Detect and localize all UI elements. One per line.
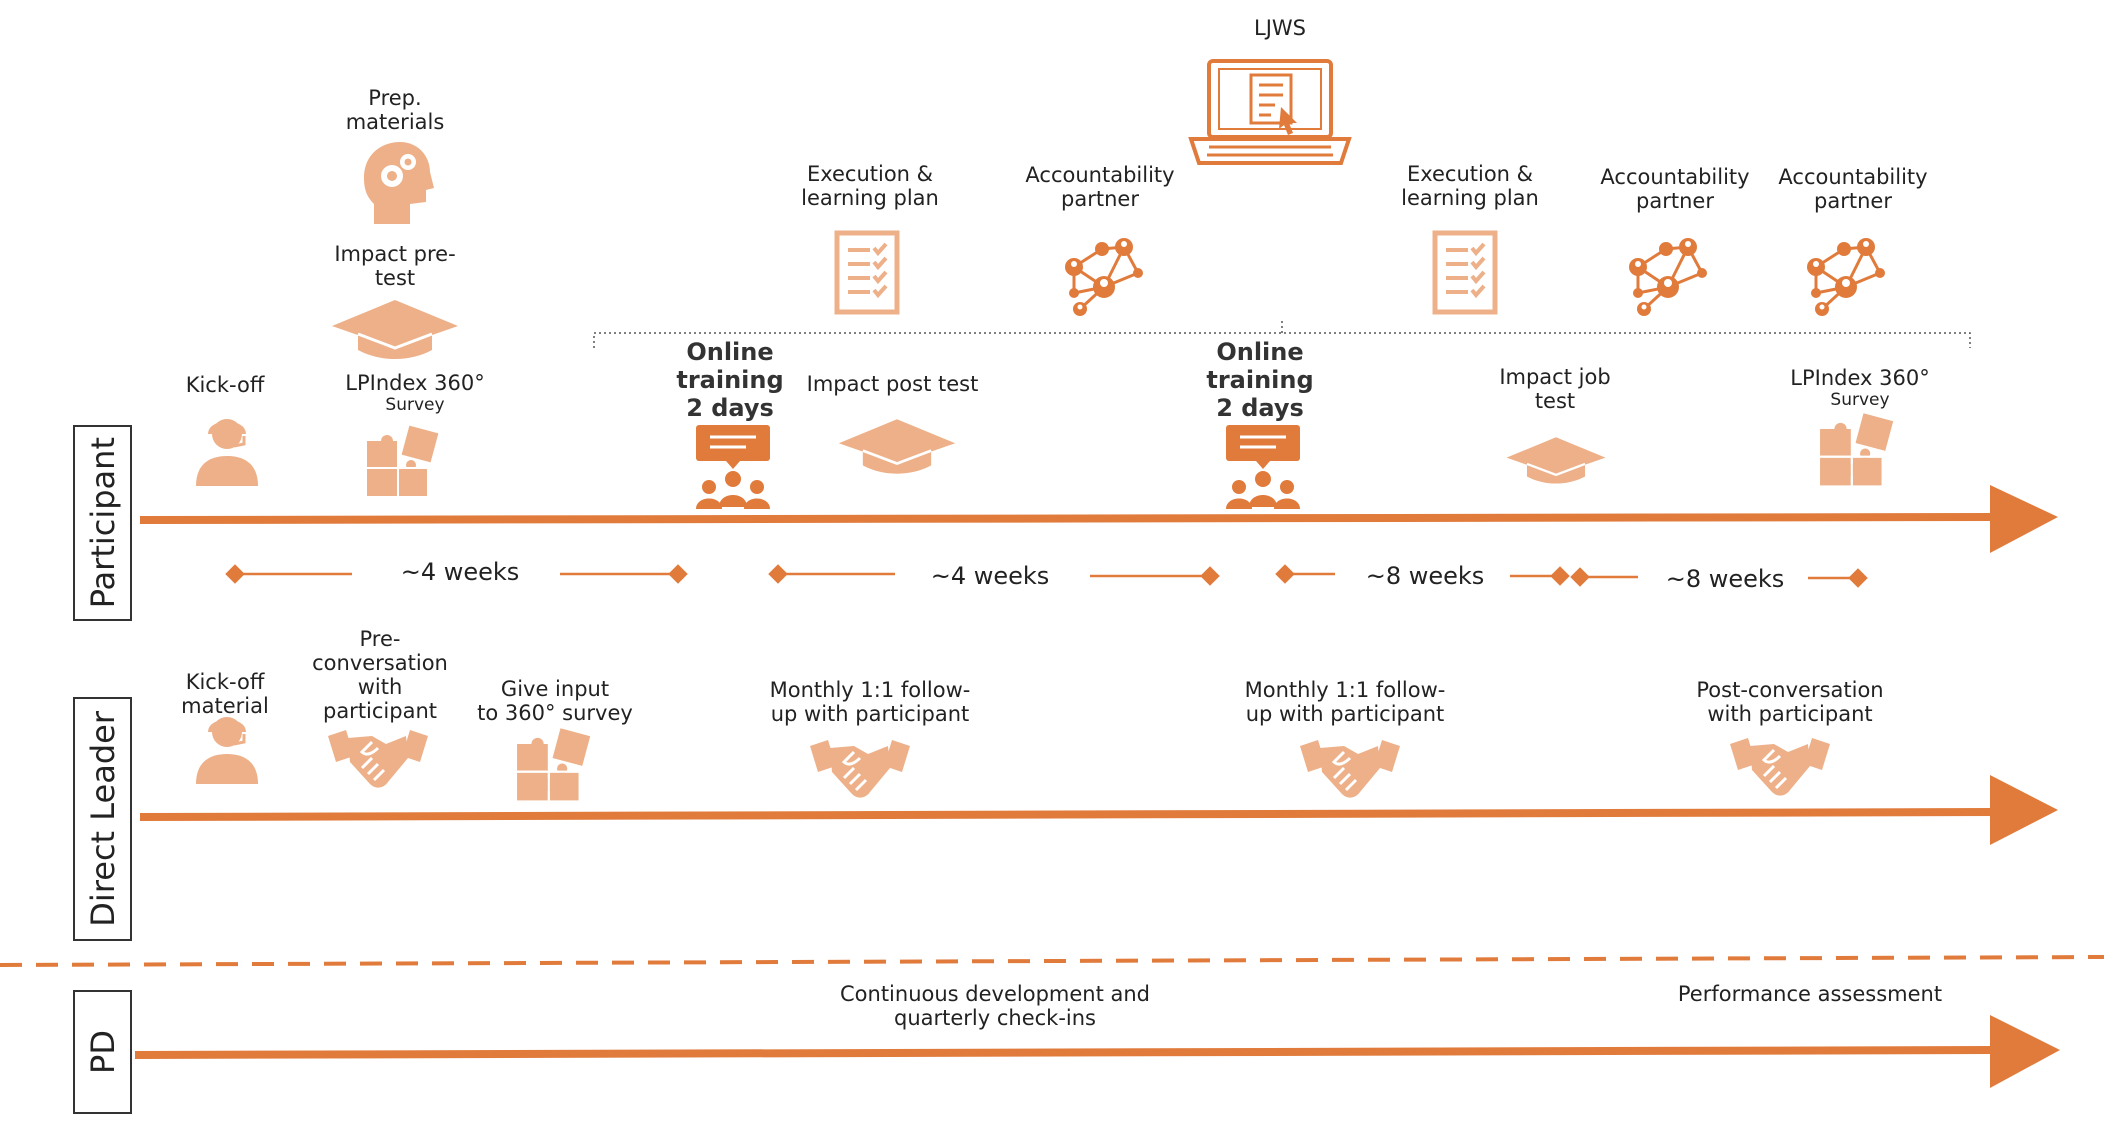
online-training-icon <box>696 425 770 509</box>
lane-pd-label: PD <box>83 1030 122 1074</box>
acc-partner-3-label: Accountability partner <box>1778 165 1928 213</box>
graduation-cap-icon <box>332 300 458 359</box>
weeks-label-2: ~4 weeks <box>930 562 1050 590</box>
laptop-icon <box>1188 59 1352 165</box>
participant-timeline-arrow <box>139 485 2058 553</box>
weeks-label-1: ~4 weeks <box>400 558 520 586</box>
weeks-label-3: ~8 weeks <box>1365 562 1485 590</box>
handshake-icon <box>328 730 428 788</box>
kickoff-material-label: Kick-off material <box>181 670 269 718</box>
performance-assessment-label: Performance assessment <box>1677 982 1943 1006</box>
online-training-1-label: Online training 2 days <box>676 338 784 422</box>
give-input-label: Give input to 360° survey <box>477 677 633 725</box>
lpindex-1-title: LPIndex 360° <box>345 371 485 395</box>
week-connectors <box>225 564 1868 588</box>
weeks-label-4: ~8 weeks <box>1665 565 1785 593</box>
post-conversation-label: Post-conversation with participant <box>1696 678 1884 726</box>
checklist-icon <box>834 230 900 315</box>
pre-conversation-label: Pre- conversation with participant <box>312 627 448 723</box>
monthly-followup-1-label: Monthly 1:1 follow- up with participant <box>769 678 971 726</box>
lane-pd: PD <box>73 990 132 1114</box>
acc-partner-2-label: Accountability partner <box>1600 165 1750 213</box>
online-training-2-label: Online training 2 days <box>1206 338 1314 422</box>
exec-plan-1-label: Execution & learning plan <box>801 162 939 210</box>
lpindex-2-label: LPIndex 360° Survey <box>1775 366 1945 410</box>
exec-plan-2-label: Execution & learning plan <box>1401 162 1539 210</box>
handshake-icon <box>1300 740 1400 798</box>
puzzle-icon <box>1820 413 1894 486</box>
graduation-cap-icon <box>1506 437 1606 484</box>
kickoff-label: Kick-off <box>185 373 265 397</box>
ljws-label: LJWS <box>1254 16 1306 40</box>
impact-post-test-label: Impact post test <box>806 372 979 396</box>
network-people-icon <box>1629 238 1707 316</box>
headset-person-icon <box>196 419 258 486</box>
ljws-bracket <box>593 320 1971 348</box>
lpindex-2-title: LPIndex 360° <box>1790 366 1930 390</box>
prep-materials-label: Prep. materials <box>345 86 445 134</box>
online-training-icon <box>1226 425 1300 509</box>
network-people-icon <box>1065 238 1143 316</box>
impact-pretest-label: Impact pre- test <box>334 242 456 290</box>
checklist-icon <box>1432 230 1498 315</box>
lane-direct-leader: Direct Leader <box>73 697 132 941</box>
handshake-icon <box>1730 738 1830 796</box>
leader-timeline-arrow <box>139 775 2058 845</box>
puzzle-icon <box>517 728 591 801</box>
headset-person-icon <box>196 717 258 784</box>
puzzle-icon <box>367 425 439 496</box>
lane-leader-label: Direct Leader <box>83 711 122 927</box>
head-gears-icon <box>364 142 434 224</box>
graduation-cap-icon <box>838 419 956 474</box>
survey-2-label: Survey <box>1830 390 1890 410</box>
section-divider <box>0 955 2104 967</box>
lane-participant: Participant <box>73 425 132 621</box>
continuous-development-label: Continuous development and quarterly che… <box>840 982 1150 1030</box>
acc-partner-1-label: Accountability partner <box>1025 163 1175 211</box>
pd-timeline-arrow <box>134 1015 2060 1088</box>
lane-participant-label: Participant <box>83 437 122 609</box>
handshake-icon <box>810 740 910 798</box>
network-people-icon <box>1807 238 1885 316</box>
monthly-followup-2-label: Monthly 1:1 follow- up with participant <box>1244 678 1446 726</box>
survey-1-label: Survey <box>385 395 445 415</box>
impact-job-test-label: Impact job test <box>1499 365 1611 413</box>
lpindex-1-label: LPIndex 360° Survey <box>330 371 500 415</box>
